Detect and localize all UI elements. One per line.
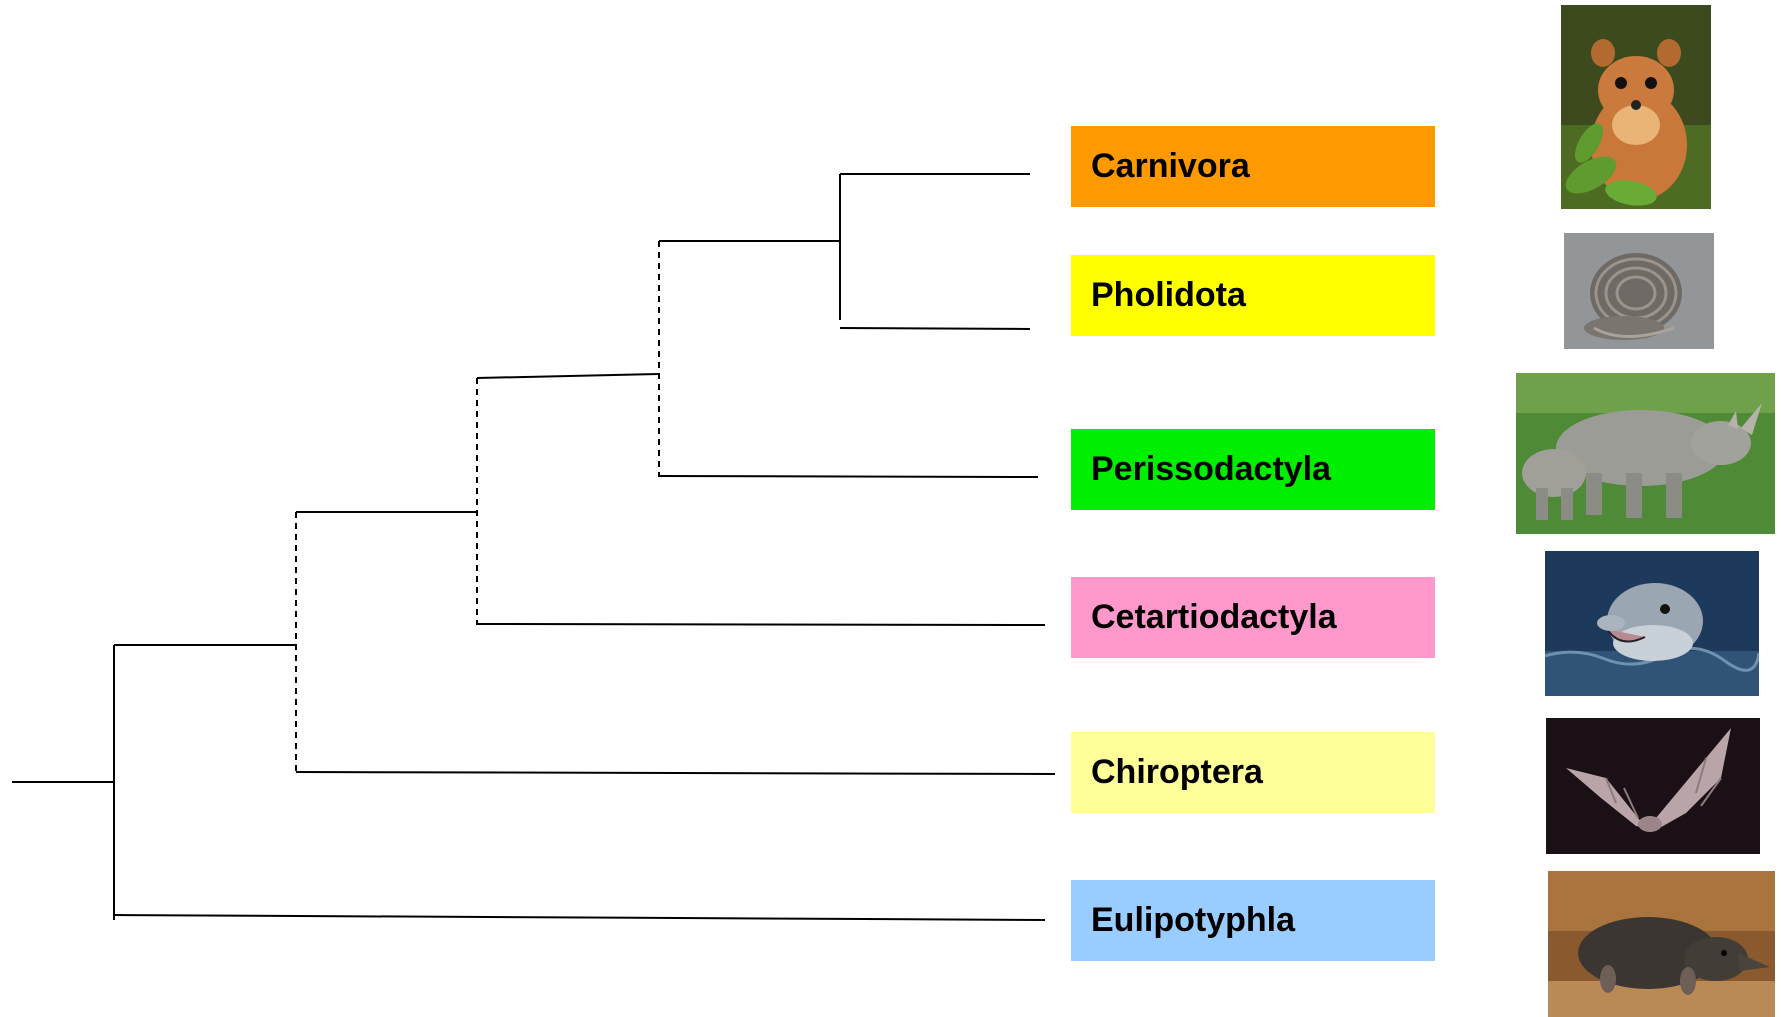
taxon-label-carnivora: Carnivora — [1071, 126, 1435, 207]
shrew-photo — [1548, 871, 1775, 1017]
taxon-label-perissodactyla: Perissodactyla — [1071, 429, 1435, 510]
cetartiodactyla-branch — [477, 624, 1045, 625]
chiroptera-branch — [296, 772, 1055, 774]
dolphin-photo — [1545, 551, 1759, 696]
pholidota-branch — [840, 328, 1030, 329]
internal-branch-3 — [477, 374, 659, 378]
shrew-icon — [1548, 871, 1775, 1017]
bat-photo — [1546, 718, 1760, 854]
eulipotyphla-branch — [114, 915, 1045, 920]
taxon-label-pholidota: Pholidota — [1071, 255, 1435, 336]
rhinoceros-icon — [1516, 373, 1775, 534]
dolphin-icon — [1545, 551, 1759, 696]
taxon-label-cetartiodactyla: Cetartiodactyla — [1071, 577, 1435, 658]
taxon-label-eulipotyphla: Eulipotyphla — [1071, 880, 1435, 961]
taxon-label-chiroptera: Chiroptera — [1071, 732, 1435, 813]
bat-icon — [1546, 718, 1760, 854]
pine-marten-photo — [1561, 5, 1711, 209]
perissodactyla-branch — [659, 476, 1038, 477]
pangolin-icon — [1564, 233, 1714, 349]
rhinoceros-photo — [1516, 373, 1775, 534]
pine-marten-icon — [1561, 5, 1711, 209]
pangolin-photo — [1564, 233, 1714, 349]
